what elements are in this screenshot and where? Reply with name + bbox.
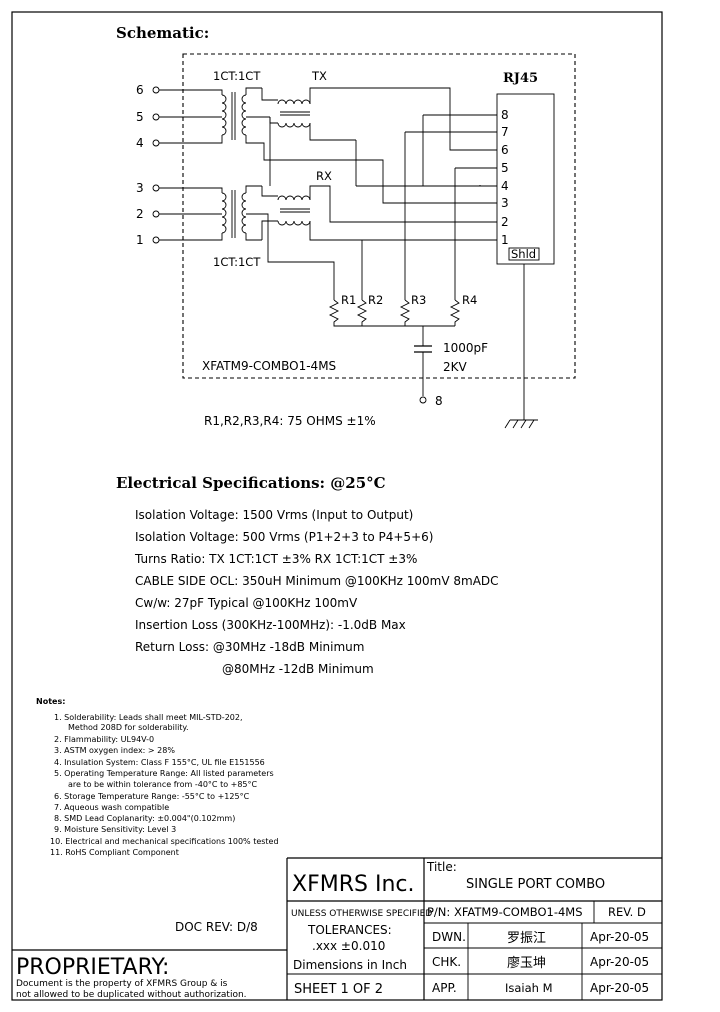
title-block: XFMRS Inc. Title: SINGLE PORT COMBO UNLE… [12, 857, 662, 1000]
note-line: 6. Storage Temperature Range: -55°C to +… [54, 792, 250, 801]
pin-label-5: 5 [136, 110, 144, 124]
rj45-pin-6: 6 [501, 143, 509, 157]
dwn-date: Apr-20-05 [590, 930, 649, 944]
cap-value: 1000pF [443, 341, 488, 355]
rj45-nets [355, 114, 497, 300]
chk-date: Apr-20-05 [590, 955, 649, 969]
tx-transformers: 1CT:1CT TX [159, 69, 497, 204]
note-line: 7. Aqueous wash compatible [54, 803, 169, 812]
unless-note: UNLESS OTHERWISE SPECIFIED [291, 909, 432, 919]
revision: REV. D [608, 905, 646, 919]
proprietary-line-2: not allowed to be duplicated without aut… [16, 990, 247, 1000]
rj45-pin-5: 5 [501, 161, 509, 175]
note-line: 11. RoHS Compliant Component [50, 848, 179, 857]
spec-line: @80MHz -12dB Minimum [222, 662, 374, 676]
electrical-heading: Electrical Specifications: @25°C [116, 474, 386, 492]
note-line: 8. SMD Lead Coplanarity: ±0.004"(0.102mm… [54, 814, 235, 823]
note-line: 4. Insulation System: Class F 155°C, UL … [54, 758, 265, 767]
rj45-pin-2: 2 [501, 215, 509, 229]
chk-label: CHK. [432, 955, 461, 969]
module-outline [182, 53, 576, 379]
chk-name: 廖玉坤 [507, 955, 546, 971]
spec-line: CABLE SIDE OCL: 350uH Minimum @100KHz 10… [135, 574, 499, 588]
part-number: P/N: XFATM9-COMBO1-4MS [427, 905, 583, 919]
spec-line: Return Loss: @30MHz -18dB Minimum [135, 640, 364, 654]
notes-heading: Notes: [36, 697, 65, 706]
app-name: Isaiah M [505, 981, 553, 995]
module-name: XFATM9-COMBO1-4MS [202, 359, 336, 373]
resistor-network: R1 R2 R3 R4 [328, 293, 477, 327]
electrical-specs: Isolation Voltage: 1500 Vrms (Input to O… [134, 508, 499, 676]
left-pin-terminals [152, 86, 160, 244]
proprietary-line-1: Document is the property of XFMRS Group … [16, 979, 228, 989]
note-line: 2. Flammability: UL94V-0 [54, 735, 154, 744]
notes: Notes: 1. Solderability: Leads shall mee… [36, 697, 279, 857]
pin-label-6: 6 [136, 83, 144, 97]
rj45-pin-8: 8 [501, 108, 509, 122]
schematic-heading: Schematic: [116, 24, 209, 42]
note-line: 9. Moisture Sensitivity: Level 3 [54, 825, 176, 834]
sheet-border [11, 11, 663, 1001]
app-date: Apr-20-05 [590, 981, 649, 995]
tx-label: TX [311, 69, 327, 83]
pin-label-4: 4 [136, 136, 144, 150]
note-line: Method 208D for solderability. [68, 723, 189, 732]
tolerances-label: TOLERANCES: [307, 923, 392, 937]
app-label: APP. [432, 981, 457, 995]
rj45-pin-7: 7 [501, 125, 509, 139]
resistor-label-r4: R4 [462, 293, 477, 307]
spec-line: Isolation Voltage: 500 Vrms (P1+2+3 to P… [135, 530, 433, 544]
pin-label-3: 3 [136, 181, 144, 195]
note-line: 1. Solderability: Leads shall meet MIL-S… [54, 713, 243, 722]
tx-ratio-label: 1CT:1CT [213, 69, 261, 83]
rj45-pin-3: 3 [501, 196, 509, 210]
title-label: Title: [426, 860, 457, 874]
rj45-connector: RJ45 8 7 6 5 4 3 2 1 Shld [496, 71, 555, 429]
rj45-pin-1: 1 [501, 233, 509, 247]
pin-label-2: 2 [136, 207, 144, 221]
proprietary-label: PROPRIETARY: [16, 955, 169, 980]
pin-label-1: 1 [136, 233, 144, 247]
rx-label: RX [316, 169, 332, 183]
doc-revision: DOC REV: D/8 [175, 920, 258, 934]
company-name: XFMRS Inc. [292, 872, 414, 897]
note-line: 10. Electrical and mechanical specificat… [50, 837, 279, 846]
dimensions-note: Dimensions in Inch [293, 958, 407, 972]
note-line: 5. Operating Temperature Range: All list… [54, 769, 274, 778]
cap-voltage: 2KV [443, 360, 468, 374]
note-line: are to be within tolerance from -40°C to… [68, 780, 258, 789]
rx-ratio-label: 1CT:1CT [213, 255, 261, 269]
dwn-label: DWN. [432, 930, 466, 944]
spec-line: Turns Ratio: TX 1CT:1CT ±3% RX 1CT:1CT ±… [134, 552, 417, 566]
resistor-label-r3: R3 [411, 293, 426, 307]
resistor-label-r1: R1 [341, 293, 356, 307]
sheet-number: SHEET 1 OF 2 [294, 982, 383, 997]
rx-transformers: RX 1CT:1CT [159, 117, 497, 300]
left-pin-labels: 6 5 4 3 2 1 [136, 83, 144, 247]
shield-label: Shld [511, 247, 536, 261]
dwn-name: 罗振江 [507, 931, 546, 946]
resistor-label-r2: R2 [368, 293, 383, 307]
drawing-title: SINGLE PORT COMBO [466, 877, 605, 892]
spec-line: Cw/w: 27pF Typical @100KHz 100mV [135, 596, 358, 610]
ground-pin-label: 8 [435, 394, 443, 408]
note-line: 3. ASTM oxygen index: > 28% [54, 746, 175, 755]
tolerance-value: .xxx ±0.010 [312, 939, 385, 953]
rj45-title: RJ45 [503, 71, 538, 86]
rj45-pin-4: 4 [501, 179, 509, 193]
spec-line: Isolation Voltage: 1500 Vrms (Input to O… [135, 508, 413, 522]
resistor-note: R1,R2,R3,R4: 75 OHMS ±1% [204, 414, 376, 428]
spec-line: Insertion Loss (300KHz-100MHz): -1.0dB M… [135, 618, 406, 632]
capacitor: 1000pF 2KV 8 [414, 326, 488, 408]
